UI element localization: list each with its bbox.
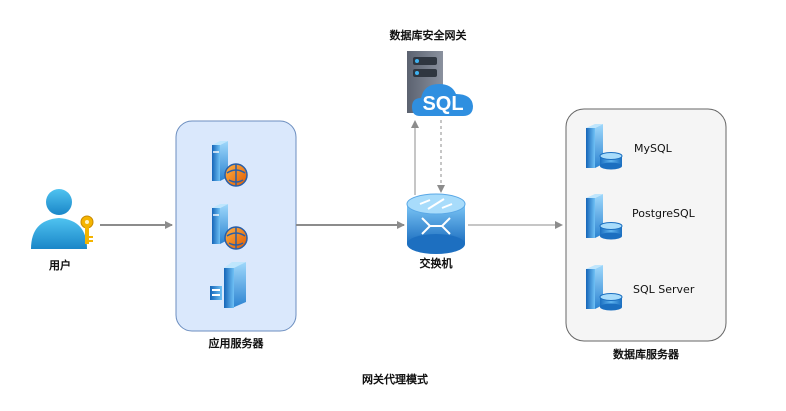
app-servers-label: 应用服务器 (208, 337, 264, 350)
database-server-icon (586, 194, 623, 240)
sql-gateway-icon (407, 51, 473, 116)
db-servers-label: 数据库服务器 (613, 348, 679, 361)
user-label: 用户 (49, 259, 71, 272)
server-icon (210, 262, 246, 308)
diagram-caption: 网关代理模式 (362, 373, 428, 386)
web-server-icon (212, 141, 248, 187)
database-server-icon (586, 265, 623, 311)
sql-gateway-badge: SQL (422, 93, 463, 115)
switch-label: 交换机 (419, 257, 453, 270)
database-server-icon (586, 124, 623, 170)
db-name-sqlserver: SQL Server (633, 283, 695, 296)
gateway-label: 数据库安全网关 (389, 29, 467, 42)
web-server-icon (212, 204, 248, 250)
user-key-icon (31, 189, 94, 249)
db-name-postgresql: PostgreSQL (632, 207, 695, 220)
db-name-mysql: MySQL (634, 142, 672, 155)
switch-icon (406, 193, 466, 254)
